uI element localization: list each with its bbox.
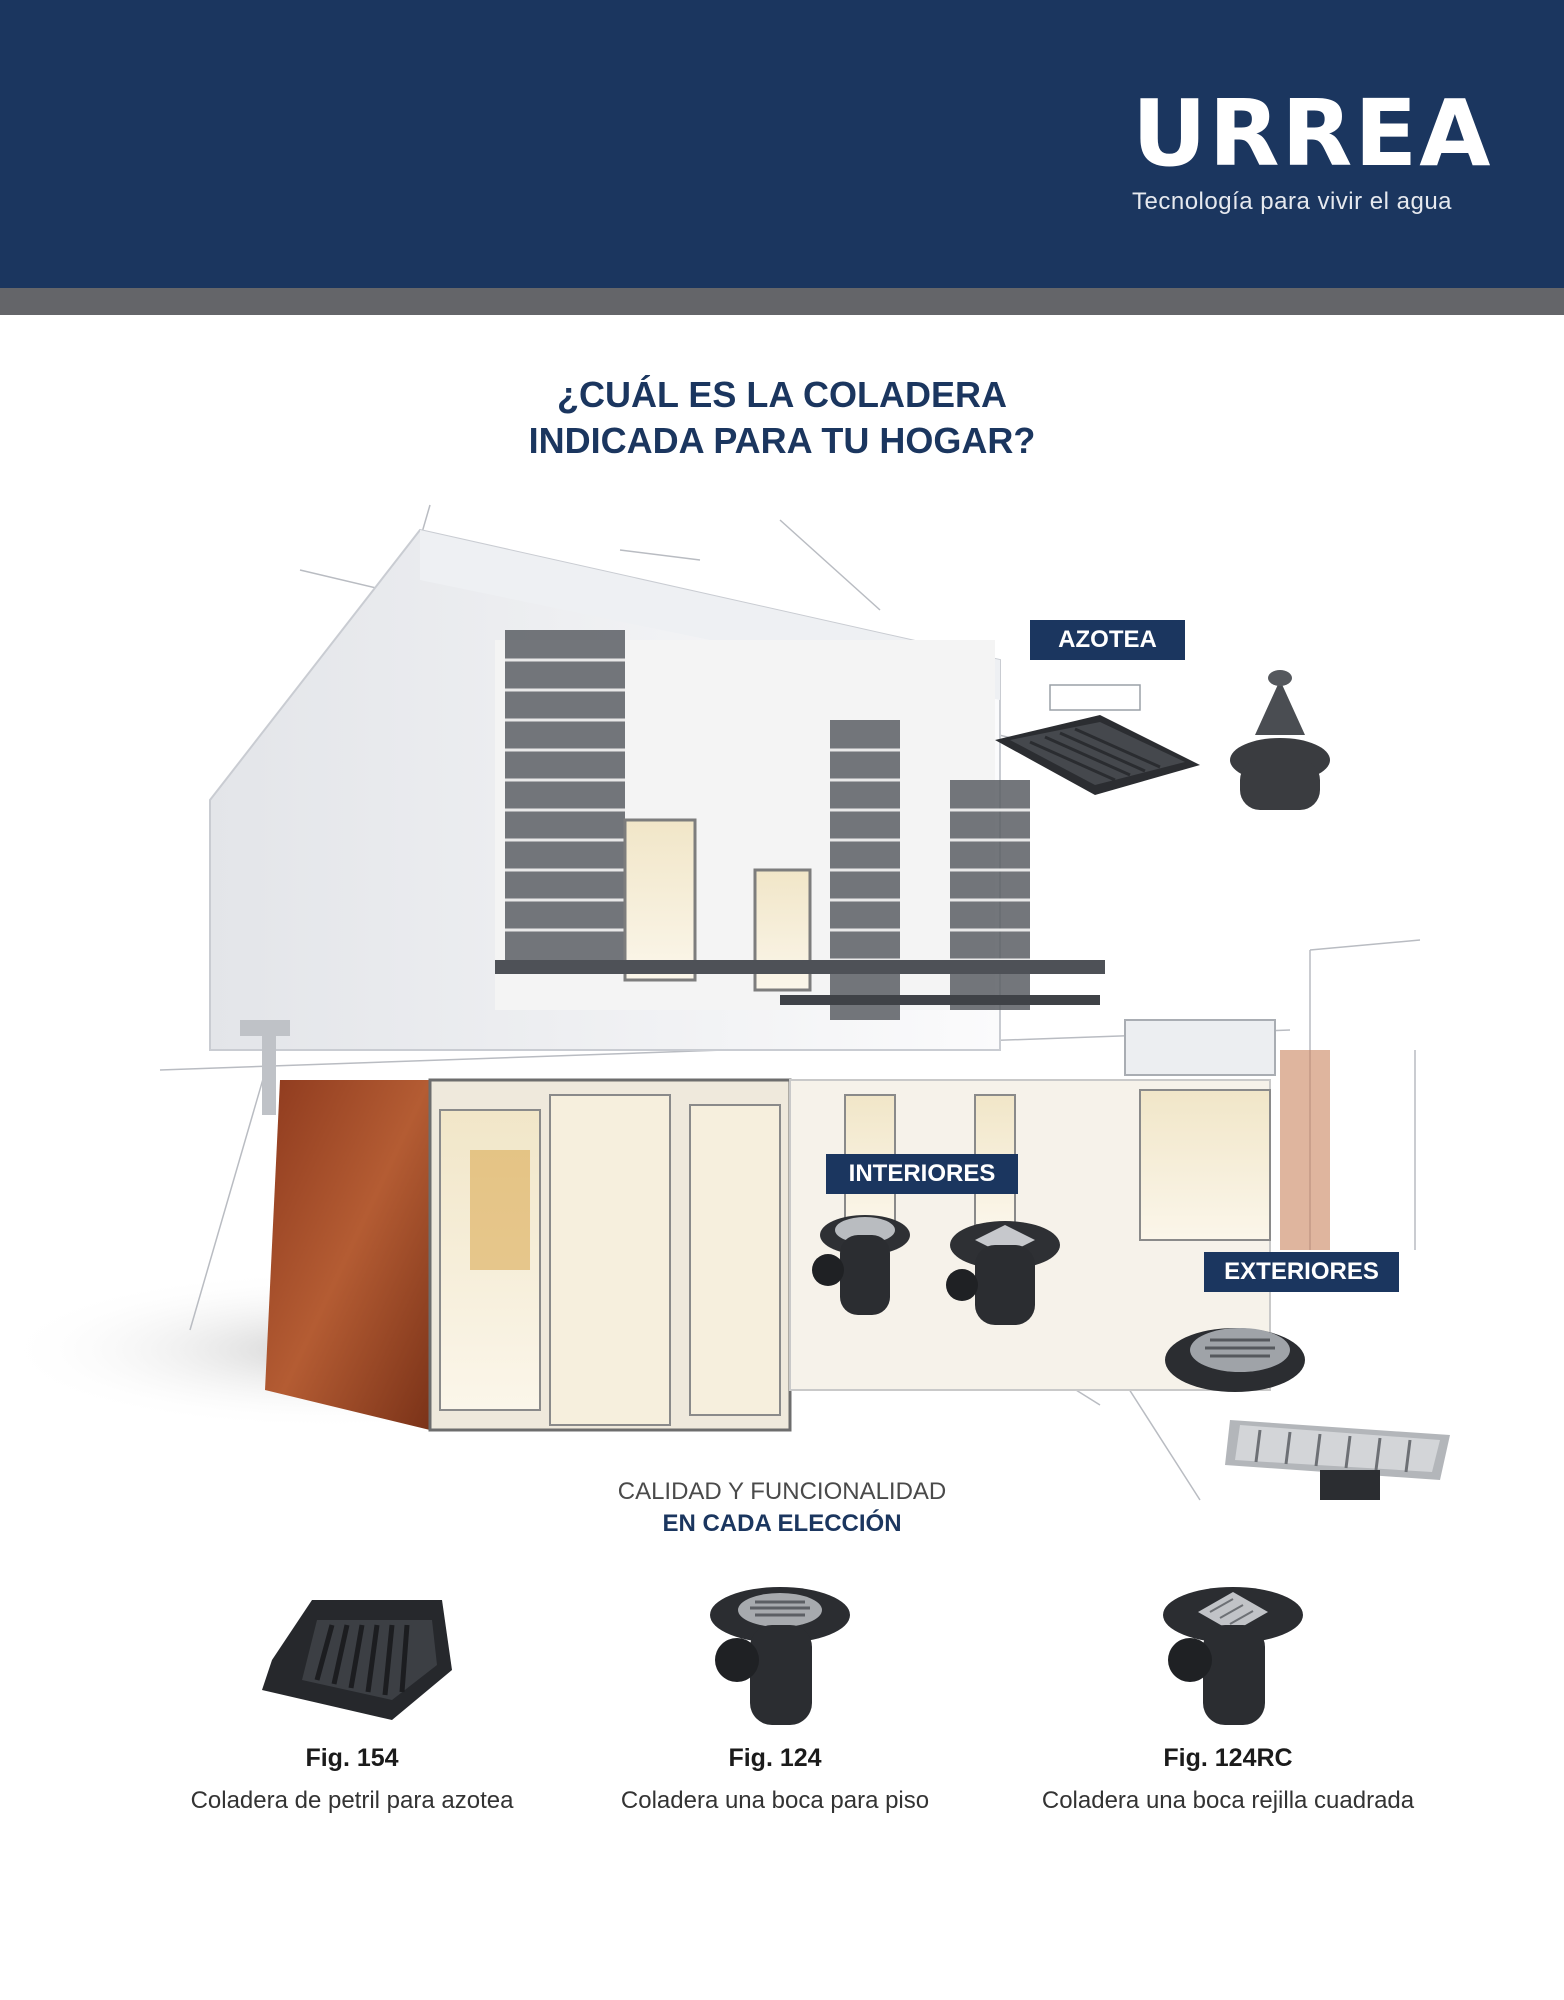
registered-mark: ® [1468,144,1479,160]
petril-drain-icon [262,1600,452,1720]
product-row: Fig. 154 Coladera de petril para azotea … [0,1580,1564,1840]
product-fig-label: Fig. 124RC [1163,1744,1293,1772]
house-illustration [0,504,1450,1501]
product-fig-label: Fig. 154 [305,1744,399,1772]
floor-drain-icon [710,1587,850,1725]
product-card-fig-124rc: Fig. 124RC Coladera una boca rejilla cua… [998,1580,1458,1815]
product-card-fig-124: Fig. 124 Coladera una boca para piso [545,1580,1005,1815]
label-interiores: INTERIORES [826,1154,1018,1194]
azotea-grate-product [995,684,1200,795]
interiores-products [812,1215,1060,1325]
azotea-dome-product [1230,670,1330,810]
product-fig-label: Fig. 124 [728,1744,822,1772]
logo-tagline: Tecnología para vivir el agua [1132,188,1453,215]
square-grate-drain-icon [1163,1587,1303,1725]
label-azotea: AZOTEA [1030,620,1185,660]
exteriores-products [1165,1328,1450,1500]
product-description: Coladera una boca para piso [620,1787,930,1814]
logo-wordmark: URREA [1132,80,1493,187]
title-line-2: INDICADA PARA TU HOGAR? [528,420,1036,461]
quality-tagline: CALIDAD Y FUNCIONALIDAD EN CADA ELECCIÓN [0,1476,1564,1540]
urrea-logo: URREA ® Tecnología para vivir el agua [1132,80,1493,216]
title-line-1: ¿CUÁL ES LA COLADERA [557,374,1007,415]
product-description: Coladera de petril para azotea [190,1787,514,1814]
label-exteriores: EXTERIORES [1204,1252,1399,1292]
quality-line-2: EN CADA ELECCIÓN [662,1510,902,1537]
quality-line-1: CALIDAD Y FUNCIONALIDAD [617,1478,947,1505]
product-card-fig-154: Fig. 154 Coladera de petril para azotea [122,1580,582,1815]
product-description: Coladera una boca rejilla cuadrada [1041,1787,1415,1814]
header-divider [0,288,1564,315]
brand-header: URREA ® Tecnología para vivir el agua [0,0,1564,288]
page-title: ¿CUÁL ES LA COLADERA INDICADA PARA TU HO… [0,372,1564,464]
